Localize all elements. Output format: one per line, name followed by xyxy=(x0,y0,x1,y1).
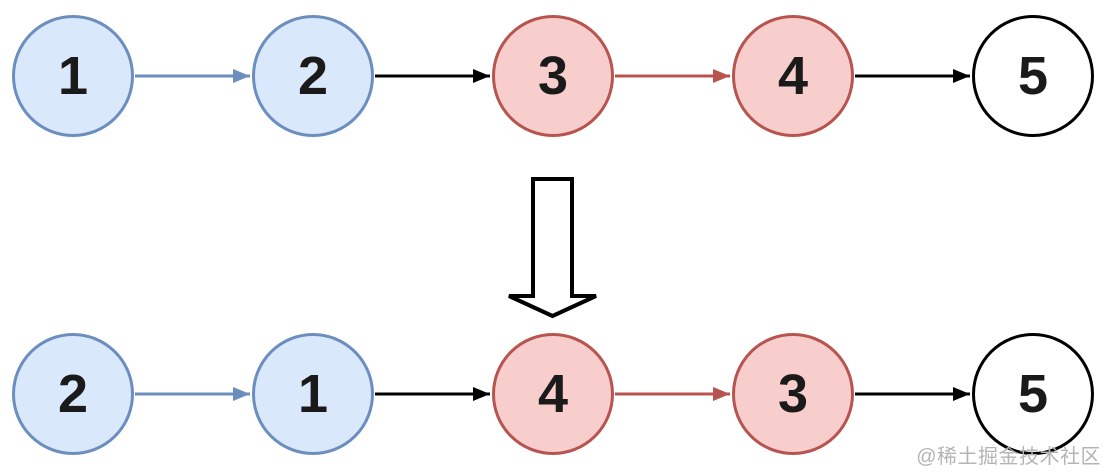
transform-down-arrow-icon xyxy=(508,177,597,319)
list-after-node-2: 2 xyxy=(12,333,134,455)
list-before-node-1: 1 xyxy=(12,15,134,137)
node-label: 3 xyxy=(777,364,809,424)
list-after-node-3: 3 xyxy=(732,333,854,455)
list-before-node-5: 5 xyxy=(972,15,1094,137)
node-label: 2 xyxy=(57,364,89,424)
list-after-node-1: 1 xyxy=(252,333,374,455)
node-label: 4 xyxy=(777,46,809,106)
list-after-node-5: 5 xyxy=(972,333,1094,455)
node-label: 2 xyxy=(297,46,329,106)
list-before-node-2: 2 xyxy=(252,15,374,137)
node-label: 5 xyxy=(1017,364,1049,424)
node-label: 4 xyxy=(537,364,569,424)
list-after-node-4: 4 xyxy=(492,333,614,455)
list-before-node-4: 4 xyxy=(732,15,854,137)
list-before-node-3: 3 xyxy=(492,15,614,137)
node-label: 1 xyxy=(57,46,89,106)
node-label: 1 xyxy=(297,364,329,424)
link-lines xyxy=(135,69,970,401)
node-label: 3 xyxy=(537,46,569,106)
node-label: 5 xyxy=(1017,46,1049,106)
watermark: @稀土掘金技术社区 xyxy=(916,446,1101,468)
